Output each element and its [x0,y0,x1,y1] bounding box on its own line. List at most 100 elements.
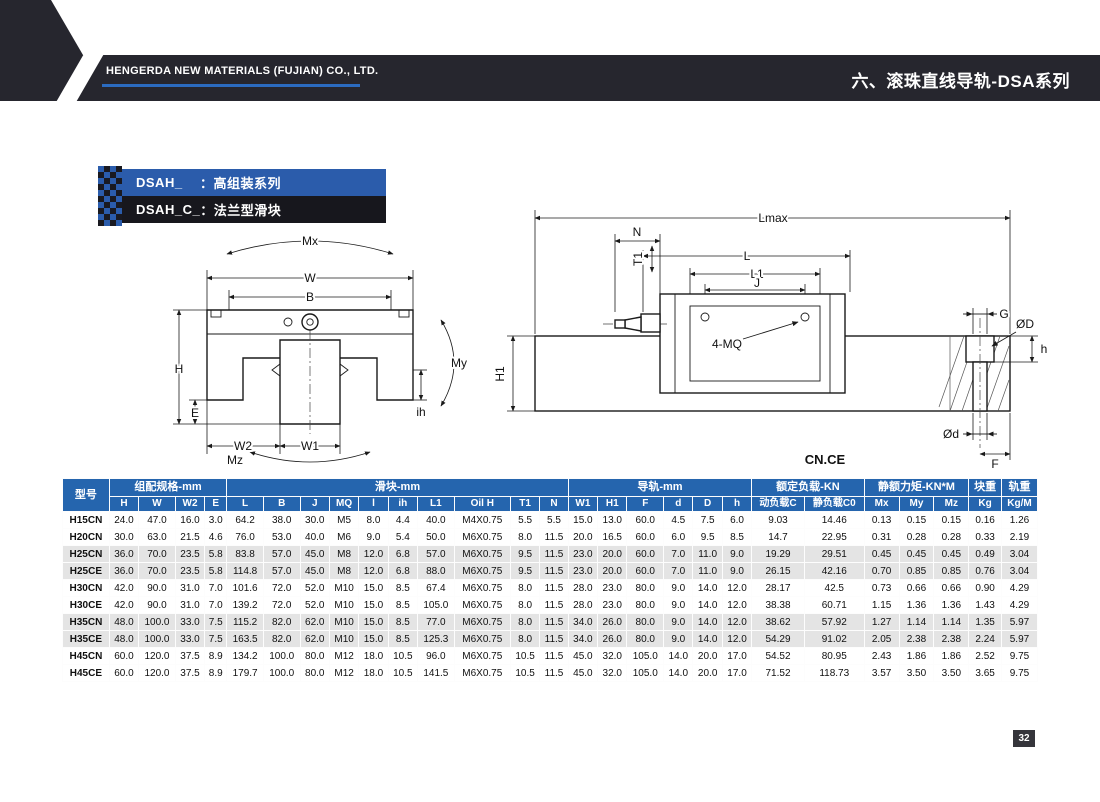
spec-value-cell: 4.6 [204,528,228,547]
spec-value-cell: 101.6 [226,579,264,598]
spec-value-cell: 40.0 [299,528,330,547]
spec-value-cell: 14.0 [663,647,694,666]
spec-value-cell: 33.0 [174,613,206,632]
spec-value-cell: 0.49 [968,545,1002,564]
column-group-header: 导轨-mm [567,478,753,497]
spec-value-cell: 36.0 [108,545,140,564]
spec-value-cell: M6X0.75 [453,545,511,564]
series-code: DSAH_ [136,175,183,190]
series-desc: ：高组装系列 [200,176,282,191]
dim-label-g: G [999,307,1008,321]
spec-value-cell: 9.5 [509,562,541,581]
model-cell: H35CE [62,630,110,649]
spec-value-cell: 11.5 [539,647,569,666]
spec-value-cell: 2.43 [863,647,900,666]
header-slash-decoration [56,55,104,101]
spec-value-cell: 29.51 [803,545,865,564]
spec-value-cell: 4.29 [1000,596,1039,615]
spec-value-cell: 60.0 [108,664,140,683]
column-group-header: 额定负载-KN [751,478,865,497]
spec-value-cell: 105.0 [626,664,665,683]
spec-value-cell: 45.0 [567,664,599,683]
spec-value-cell: 20.0 [692,647,723,666]
column-header: J [299,495,330,513]
spec-value-cell: 80.95 [803,647,865,666]
spec-value-cell: M10 [328,579,360,598]
spec-value-cell: 12.0 [358,545,389,564]
spec-value-cell: 2.38 [898,630,935,649]
spec-value-cell: 3.04 [1000,562,1039,581]
column-header: E [204,495,228,513]
spec-value-cell: M6X0.75 [453,630,511,649]
spec-value-cell: 4.29 [1000,579,1039,598]
spec-value-cell: 54.52 [751,647,805,666]
spec-value-cell: 120.0 [138,664,176,683]
spec-value-cell: 12.0 [358,562,389,581]
spec-value-cell: 32.0 [597,664,628,683]
spec-value-cell: 83.8 [226,545,264,564]
spec-value-cell: 21.5 [174,528,206,547]
spec-value-cell: 23.0 [597,596,628,615]
spec-value-cell: 10.5 [509,664,541,683]
column-header: 动负载C [751,495,805,513]
spec-value-cell: 0.85 [898,562,935,581]
spec-value-cell: 0.33 [968,528,1002,547]
spec-value-cell: 1.43 [968,596,1002,615]
spec-value-cell: 2.52 [968,647,1002,666]
front-view-diagram: Mx W B H E W2 W1 My ih Mz [173,232,469,468]
spec-value-cell: 23.0 [567,562,599,581]
spec-value-cell: 5.8 [204,545,228,564]
spec-value-cell: 19.29 [751,545,805,564]
model-cell: H35CN [62,613,110,632]
column-group-header: 滑块-mm [226,478,569,497]
spec-value-cell: 1.36 [898,596,935,615]
spec-value-cell: M6X0.75 [453,596,511,615]
spec-value-cell: 9.0 [358,528,389,547]
spec-value-cell: 26.15 [751,562,805,581]
dim-label-phi-d-upper: ØD [1016,317,1034,331]
column-group-header: 静额力矩-KN*M [863,478,970,497]
spec-value-cell: 14.0 [692,630,723,649]
spec-value-cell: 0.70 [863,562,900,581]
dim-label-my: My [451,356,467,370]
column-header: My [898,495,935,513]
spec-value-cell: 22.95 [803,528,865,547]
spec-value-cell: 42.16 [803,562,865,581]
spec-value-cell: 11.5 [539,613,569,632]
spec-value-cell: M6 [328,528,360,547]
spec-value-cell: 6.8 [387,562,419,581]
spec-value-cell: 8.5 [387,613,419,632]
spec-value-cell: 9.03 [751,511,805,530]
dim-label-4mq: 4-MQ [712,337,742,351]
model-cell: H15CN [62,511,110,530]
column-header: l [358,495,389,513]
spec-value-cell: 9.5 [509,545,541,564]
dim-label-phi-d-lower: Ød [943,427,959,441]
page-number-badge: 32 [1013,730,1035,747]
spec-value-cell: 0.45 [933,545,970,564]
spec-value-cell: 9.0 [663,613,694,632]
spec-value-cell: 0.73 [863,579,900,598]
spec-value-cell: 80.0 [299,647,330,666]
spec-value-cell: 6.8 [387,545,419,564]
series-row-flange: DSAH_C_ ：法兰型滑块 [122,196,386,223]
spec-value-cell: 63.0 [138,528,176,547]
column-header: Oil H [453,495,511,513]
spec-value-cell: 12.0 [721,613,753,632]
spec-value-cell: 7.5 [204,613,228,632]
spec-value-cell: 80.0 [626,613,665,632]
spec-value-cell: 16.5 [597,528,628,547]
column-group-header: 块重 [968,478,1002,497]
spec-value-cell: 12.0 [721,579,753,598]
spec-value-cell: 90.0 [138,596,176,615]
spec-value-cell: 38.0 [262,511,301,530]
company-underline [102,84,360,87]
spec-value-cell: 8.0 [509,579,541,598]
spec-value-cell: 7.5 [204,630,228,649]
spec-value-cell: 13.0 [597,511,628,530]
spec-value-cell: 1.14 [933,613,970,632]
column-header: Mx [863,495,900,513]
